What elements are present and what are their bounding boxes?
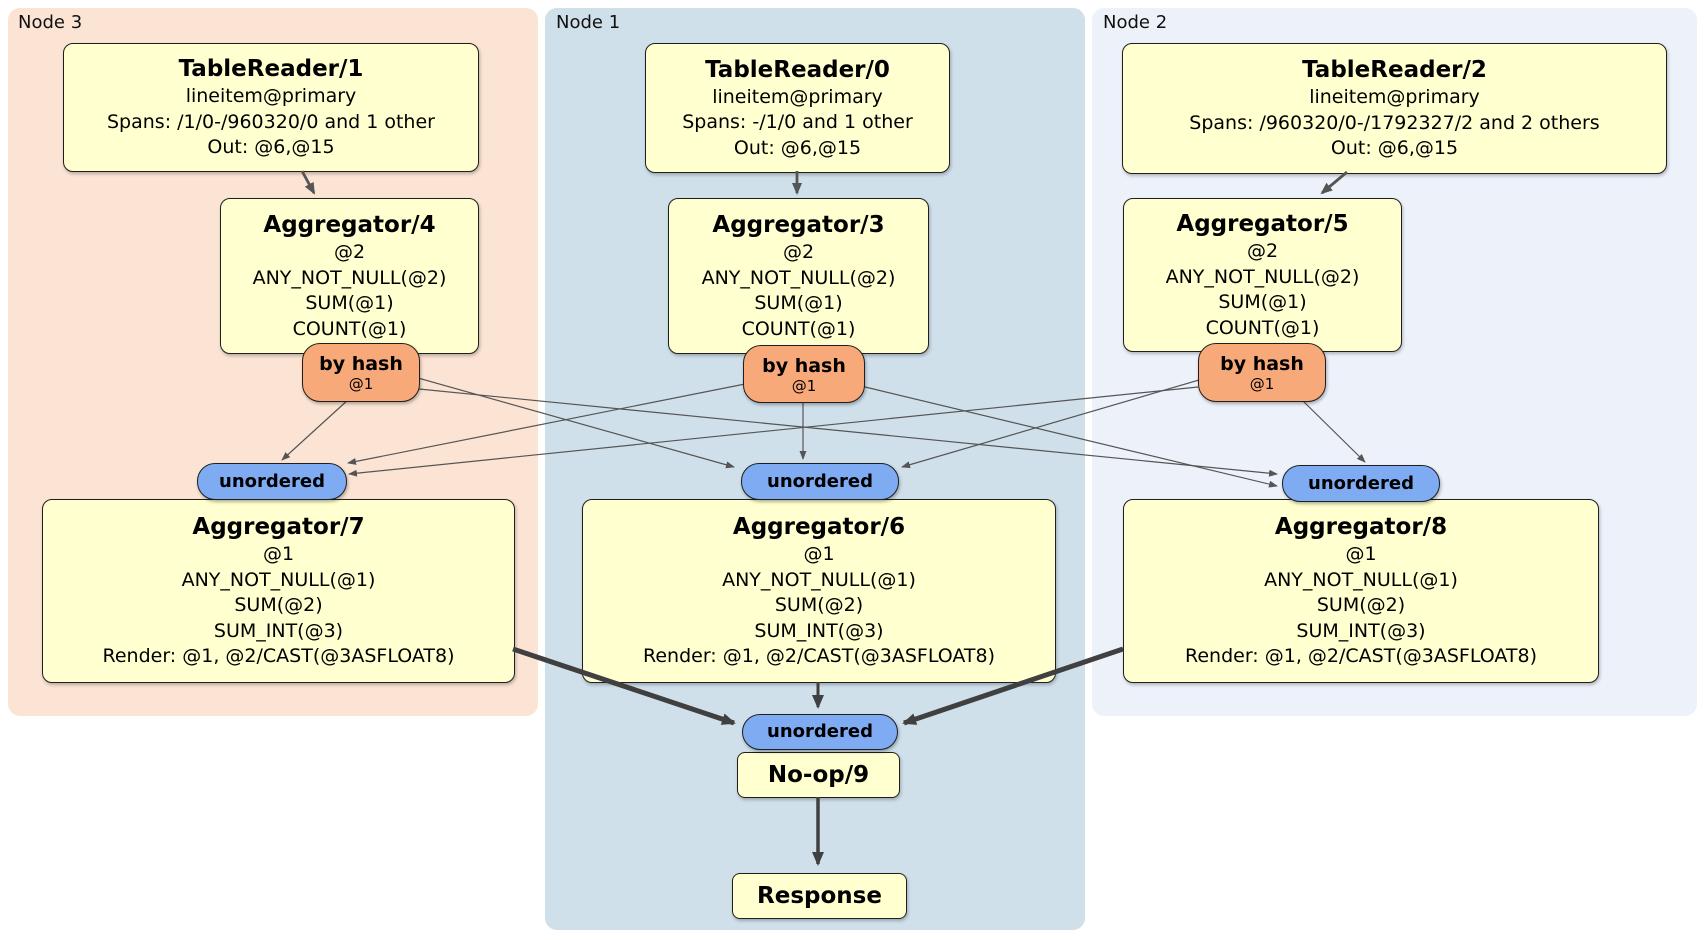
processor-title: No-op/9: [767, 762, 870, 788]
unordered-label: unordered: [219, 470, 325, 492]
processor-line: Spans: /1/0-/960320/0 and 1 other: [107, 110, 435, 133]
processor-line: lineitem@primary: [1309, 86, 1480, 109]
by-hash-label: by hash: [319, 353, 403, 375]
processor-line: ANY_NOT_NULL(@2): [701, 266, 896, 289]
processor-response: Response: [732, 873, 907, 919]
unordered-sync-final: unordered: [742, 714, 898, 750]
by-hash-router-node1: by hash @1: [743, 345, 865, 403]
processor-line: SUM_INT(@3): [754, 619, 884, 642]
processor-line: SUM(@1): [1218, 291, 1307, 313]
unordered-sync-node1: unordered: [741, 463, 899, 500]
processor-aggregator-4: Aggregator/4 @2 ANY_NOT_NULL(@2) SUM(@1)…: [220, 198, 479, 354]
processor-aggregator-7: Aggregator/7 @1 ANY_NOT_NULL(@1) SUM(@2)…: [42, 499, 515, 683]
processor-line: lineitem@primary: [712, 85, 883, 108]
processor-line: SUM_INT(@3): [1296, 619, 1426, 642]
unordered-label: unordered: [767, 470, 873, 492]
processor-title: Aggregator/8: [1274, 514, 1448, 541]
processor-line: ANY_NOT_NULL(@2): [1165, 265, 1360, 288]
processor-line: @2: [1246, 240, 1279, 262]
processor-line: COUNT(@1): [741, 317, 856, 340]
panel-label-node2: Node 2: [1103, 12, 1168, 33]
processor-aggregator-3: Aggregator/3 @2 ANY_NOT_NULL(@2) SUM(@1)…: [668, 198, 929, 354]
processor-line: @1: [262, 543, 295, 566]
processor-line: SUM(@2): [774, 594, 864, 617]
unordered-sync-node2: unordered: [1282, 465, 1440, 502]
processor-line: Out: @6,@15: [1330, 137, 1459, 160]
processor-noop-9: No-op/9: [737, 752, 900, 798]
processor-title: Response: [757, 883, 882, 909]
by-hash-key: @1: [1249, 375, 1275, 393]
panel-label-node1: Node 1: [556, 12, 621, 33]
processor-title: Aggregator/3: [712, 212, 885, 238]
processor-tablereader-0: TableReader/0 lineitem@primary Spans: -/…: [645, 43, 950, 173]
processor-title: TableReader/0: [705, 56, 890, 83]
processor-tablereader-1: TableReader/1 lineitem@primary Spans: /1…: [63, 43, 479, 172]
processor-line: @1: [803, 543, 835, 566]
processor-line: SUM(@1): [754, 292, 843, 314]
panel-label-node3: Node 3: [18, 12, 83, 33]
processor-title: TableReader/2: [1302, 57, 1487, 84]
processor-line: COUNT(@1): [292, 317, 407, 340]
processor-line: @2: [782, 241, 815, 263]
processor-title: Aggregator/5: [1176, 211, 1349, 237]
processor-line: lineitem@primary: [185, 85, 357, 108]
processor-line: ANY_NOT_NULL(@1): [722, 568, 916, 591]
processor-line: COUNT(@1): [1205, 316, 1320, 339]
processor-tablereader-2: TableReader/2 lineitem@primary Spans: /9…: [1122, 43, 1667, 174]
processor-aggregator-8: Aggregator/8 @1 ANY_NOT_NULL(@1) SUM(@2)…: [1123, 499, 1599, 683]
processor-title: Aggregator/7: [192, 514, 365, 541]
processor-line: @1: [1345, 543, 1377, 566]
processor-line: ANY_NOT_NULL(@1): [1264, 568, 1458, 591]
processor-line: SUM(@2): [1316, 594, 1406, 617]
processor-line: Render: @1, @2/CAST(@3ASFLOAT8): [102, 645, 455, 668]
processor-line: ANY_NOT_NULL(@1): [181, 568, 376, 591]
by-hash-label: by hash: [762, 354, 846, 377]
processor-line: SUM(@2): [234, 594, 323, 617]
processor-title: TableReader/1: [178, 56, 364, 83]
processor-title: Aggregator/4: [263, 212, 436, 238]
by-hash-router-node2: by hash @1: [1198, 343, 1326, 402]
processor-line: Out: @6,@15: [733, 136, 862, 159]
unordered-label: unordered: [1308, 472, 1414, 494]
unordered-label: unordered: [767, 721, 873, 742]
processor-line: Out: @6,@15: [207, 136, 335, 159]
processor-title: Aggregator/6: [732, 514, 906, 541]
processor-line: Spans: /960320/0-/1792327/2 and 2 others: [1189, 111, 1600, 134]
processor-aggregator-6: Aggregator/6 @1 ANY_NOT_NULL(@1) SUM(@2)…: [582, 499, 1056, 683]
processor-line: Render: @1, @2/CAST(@3ASFLOAT8): [1185, 645, 1537, 668]
by-hash-key: @1: [791, 376, 817, 395]
by-hash-label: by hash: [1220, 353, 1304, 375]
by-hash-router-node3: by hash @1: [302, 343, 420, 402]
processor-line: ANY_NOT_NULL(@2): [252, 266, 447, 289]
unordered-sync-node3: unordered: [197, 463, 347, 500]
processor-line: @2: [333, 241, 366, 263]
processor-line: SUM(@1): [305, 292, 394, 314]
processor-aggregator-5: Aggregator/5 @2 ANY_NOT_NULL(@2) SUM(@1)…: [1123, 198, 1402, 352]
processor-line: Render: @1, @2/CAST(@3ASFLOAT8): [643, 645, 995, 668]
processor-line: SUM_INT(@3): [213, 619, 344, 642]
by-hash-key: @1: [348, 375, 374, 393]
processor-line: Spans: -/1/0 and 1 other: [682, 111, 913, 134]
